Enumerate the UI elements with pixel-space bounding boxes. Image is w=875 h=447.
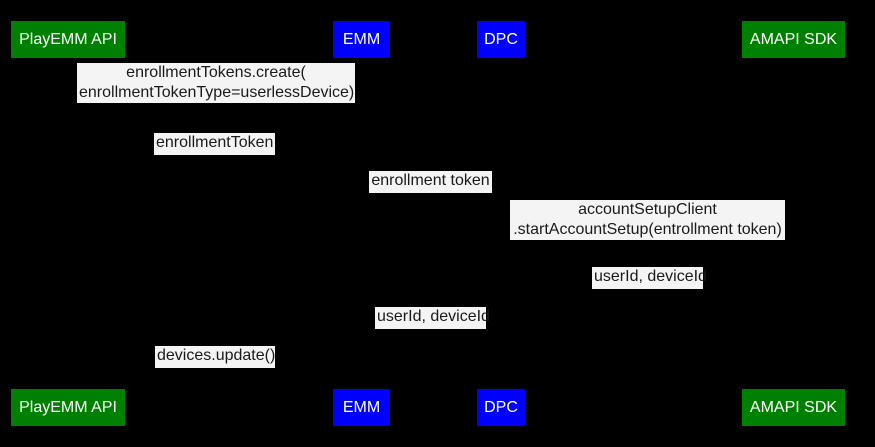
actor-amapi-sdk-top: AMAPI SDK <box>742 21 845 58</box>
msg-userid-deviceid-dpc: userId, deviceId <box>375 307 490 329</box>
message-text-line: enrollmentTokenType=userlessDevice) <box>79 84 355 101</box>
message-text-line: enrollmentTokens.create( <box>126 64 306 81</box>
actor-amapi-sdk-bottom: AMAPI SDK <box>742 389 845 426</box>
actor-playemm-api-bottom: PlayEMM API <box>11 389 125 426</box>
msg-userid-deviceid-sdk: userId, deviceId <box>592 267 707 289</box>
actor-dpc-top: DPC <box>477 21 525 58</box>
message-text-line: devices.update() <box>157 347 276 364</box>
message-text-line: accountSetupClient <box>578 201 717 218</box>
actor-emm-top: EMM <box>333 21 390 58</box>
message-text-line: enrollment token <box>371 172 490 189</box>
message-text-line: userId, deviceId <box>594 268 707 285</box>
actor-dpc-bottom: DPC <box>477 389 525 426</box>
msg-enrollment-token-forward: enrollment token <box>369 171 492 193</box>
msg-start-account-setup: accountSetupClient .startAccountSetup(ent… <box>510 200 785 240</box>
actor-emm-bottom: EMM <box>333 389 390 426</box>
message-text-line: userId, deviceId <box>377 308 490 325</box>
message-text-line: .startAccountSetup(entrollment token) <box>513 221 782 238</box>
msg-enrollment-token-return: enrollmentToken <box>154 133 275 155</box>
msg-enrollment-tokens-create: enrollmentTokens.create( enrollmentTokenT… <box>77 63 355 103</box>
msg-devices-update: devices.update() <box>155 346 275 368</box>
actor-playemm-api-top: PlayEMM API <box>11 21 125 58</box>
message-text-line: enrollmentToken <box>156 134 274 151</box>
